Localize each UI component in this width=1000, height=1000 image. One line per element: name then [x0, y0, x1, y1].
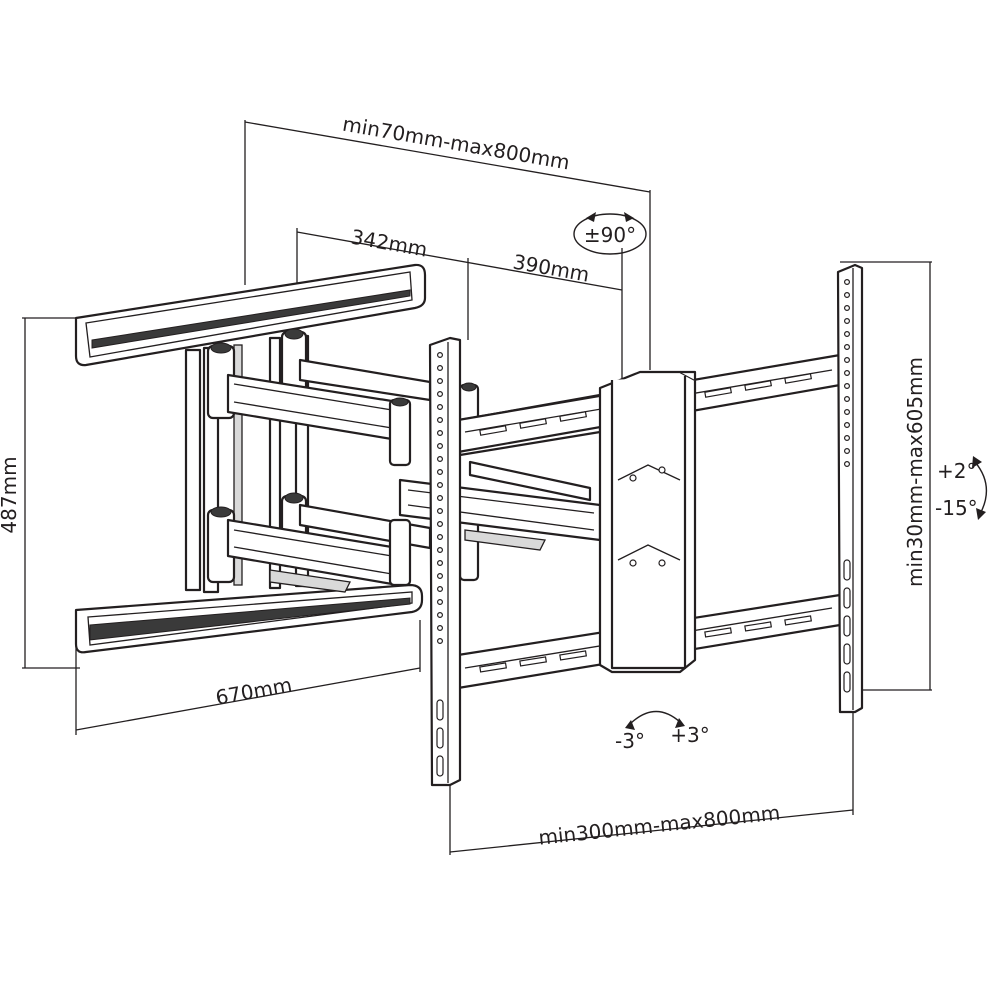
depth-range-label: min70mm-max800mm	[341, 112, 572, 175]
level-indicator: -3° +3°	[615, 710, 710, 753]
bracket-hole	[843, 279, 850, 286]
bracket-hole	[437, 365, 444, 372]
bracket-hole	[437, 624, 444, 631]
vesa-vertical-label: min30mm-max605mm	[903, 357, 927, 587]
bracket-hole	[843, 396, 850, 403]
wall-plate	[74, 263, 427, 654]
dimension-labels: min70mm-max800mm 342mm 390mm 487mm 670mm…	[0, 112, 927, 850]
level-minus-label: -3°	[615, 729, 645, 753]
vesa-horizontal-label: min300mm-max800mm	[537, 800, 781, 849]
bracket-holes	[436, 279, 851, 777]
bracket-hole	[843, 422, 850, 429]
bracket-hole	[843, 357, 850, 364]
bracket-hole	[843, 292, 850, 299]
bracket-slot	[436, 699, 444, 721]
bracket-slot	[843, 587, 851, 609]
bracket-hole	[437, 611, 444, 618]
bracket-slot	[436, 755, 444, 777]
bracket-hole	[843, 409, 850, 416]
tilt-down-label: -15°	[935, 496, 978, 520]
bracket-hole	[843, 448, 850, 455]
bracket-hole	[437, 352, 444, 359]
rail-slots-bottom	[479, 615, 812, 673]
bracket-hole	[437, 508, 444, 515]
bracket-hole	[437, 417, 444, 424]
arm-inner-label: 342mm	[349, 225, 429, 262]
bracket-hole	[843, 344, 850, 351]
bracket-hole	[843, 370, 850, 377]
bracket-hole	[843, 461, 850, 468]
wall-plate-height-label: 487mm	[0, 456, 21, 533]
bracket-hole	[437, 443, 444, 450]
bracket-hole	[437, 546, 444, 553]
rail-slots-top	[479, 373, 813, 436]
level-plus-label: +3°	[670, 723, 709, 747]
bracket-hole	[843, 331, 850, 338]
bracket-slot	[843, 671, 851, 693]
bracket-hole	[437, 391, 444, 398]
bracket-slot	[843, 643, 851, 665]
bracket-hole	[437, 378, 444, 385]
tilt-up-label: +2°	[937, 459, 976, 483]
bracket-hole	[437, 572, 444, 579]
articulating-arms	[226, 358, 602, 593]
bracket-hole	[437, 598, 444, 605]
bracket-hole	[843, 383, 850, 390]
swivel-label: ±90°	[584, 223, 636, 247]
tv-bracket-left	[428, 336, 462, 787]
wall-plate-width-label: 670mm	[214, 673, 294, 710]
bracket-hole	[437, 430, 444, 437]
bracket-hole	[437, 533, 444, 540]
bracket-hole	[437, 637, 444, 644]
tilt-indicator: +2° -15°	[935, 456, 988, 520]
bracket-hole	[437, 404, 444, 411]
bracket-slot	[843, 559, 851, 581]
arm-outer-label: 390mm	[511, 250, 591, 287]
bracket-hole	[437, 469, 444, 476]
bracket-hole	[843, 318, 850, 325]
dimension-lines	[22, 120, 932, 855]
bracket-slot	[436, 727, 444, 749]
bracket-slot	[843, 615, 851, 637]
swivel-indicator: ±90°	[573, 212, 647, 255]
bracket-hole	[437, 495, 444, 502]
bracket-hole	[437, 585, 444, 592]
bracket-hole	[437, 520, 444, 527]
bracket-hole	[437, 482, 444, 489]
bracket-hole	[843, 435, 850, 442]
bracket-hole	[437, 456, 444, 463]
bracket-hole	[437, 559, 444, 566]
bracket-hole	[843, 305, 850, 312]
